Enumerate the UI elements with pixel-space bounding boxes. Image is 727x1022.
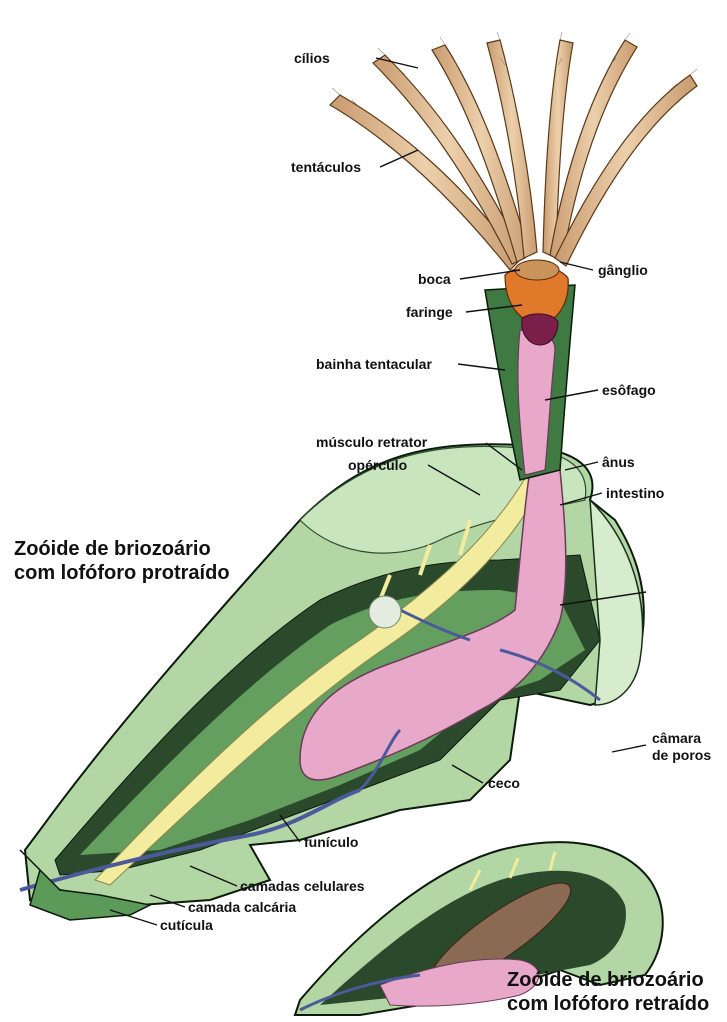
label-operculo: opérculo bbox=[348, 457, 407, 473]
label-boca: boca bbox=[418, 271, 451, 287]
label-musculo-retrator: músculo retrator bbox=[316, 434, 427, 450]
label-camara: câmara bbox=[652, 730, 701, 746]
label-esofago: esôfago bbox=[602, 382, 656, 398]
title-retracted-line2: com lofóforo retraído bbox=[507, 992, 709, 1016]
label-camada-calcaria: camada calcária bbox=[188, 899, 296, 915]
label-ganglio: gânglio bbox=[598, 262, 648, 278]
title-protracted-line2: com lofóforo protraído bbox=[14, 561, 230, 585]
label-bainha-tentacular: bainha tentacular bbox=[316, 356, 432, 372]
label-camadas-celulares: camadas celulares bbox=[240, 878, 365, 894]
label-ceco: ceco bbox=[488, 775, 520, 791]
mouth bbox=[515, 260, 559, 280]
label-funiculo: funículo bbox=[304, 834, 358, 850]
tentacles bbox=[330, 40, 697, 270]
label-faringe: faringe bbox=[406, 304, 453, 320]
label-anus: ânus bbox=[602, 454, 635, 470]
label-tentaculos: tentáculos bbox=[291, 159, 361, 175]
label-cilios: cílios bbox=[294, 50, 330, 66]
statoblast bbox=[369, 596, 401, 628]
label-de-poros: de poros bbox=[652, 747, 711, 763]
label-intestino: intestino bbox=[606, 485, 664, 501]
title-protracted-line1: Zoóide de briozoário bbox=[14, 537, 211, 561]
title-retracted-line1: Zoóide de briozoário bbox=[507, 968, 704, 992]
label-cuticula: cutícula bbox=[160, 917, 213, 933]
